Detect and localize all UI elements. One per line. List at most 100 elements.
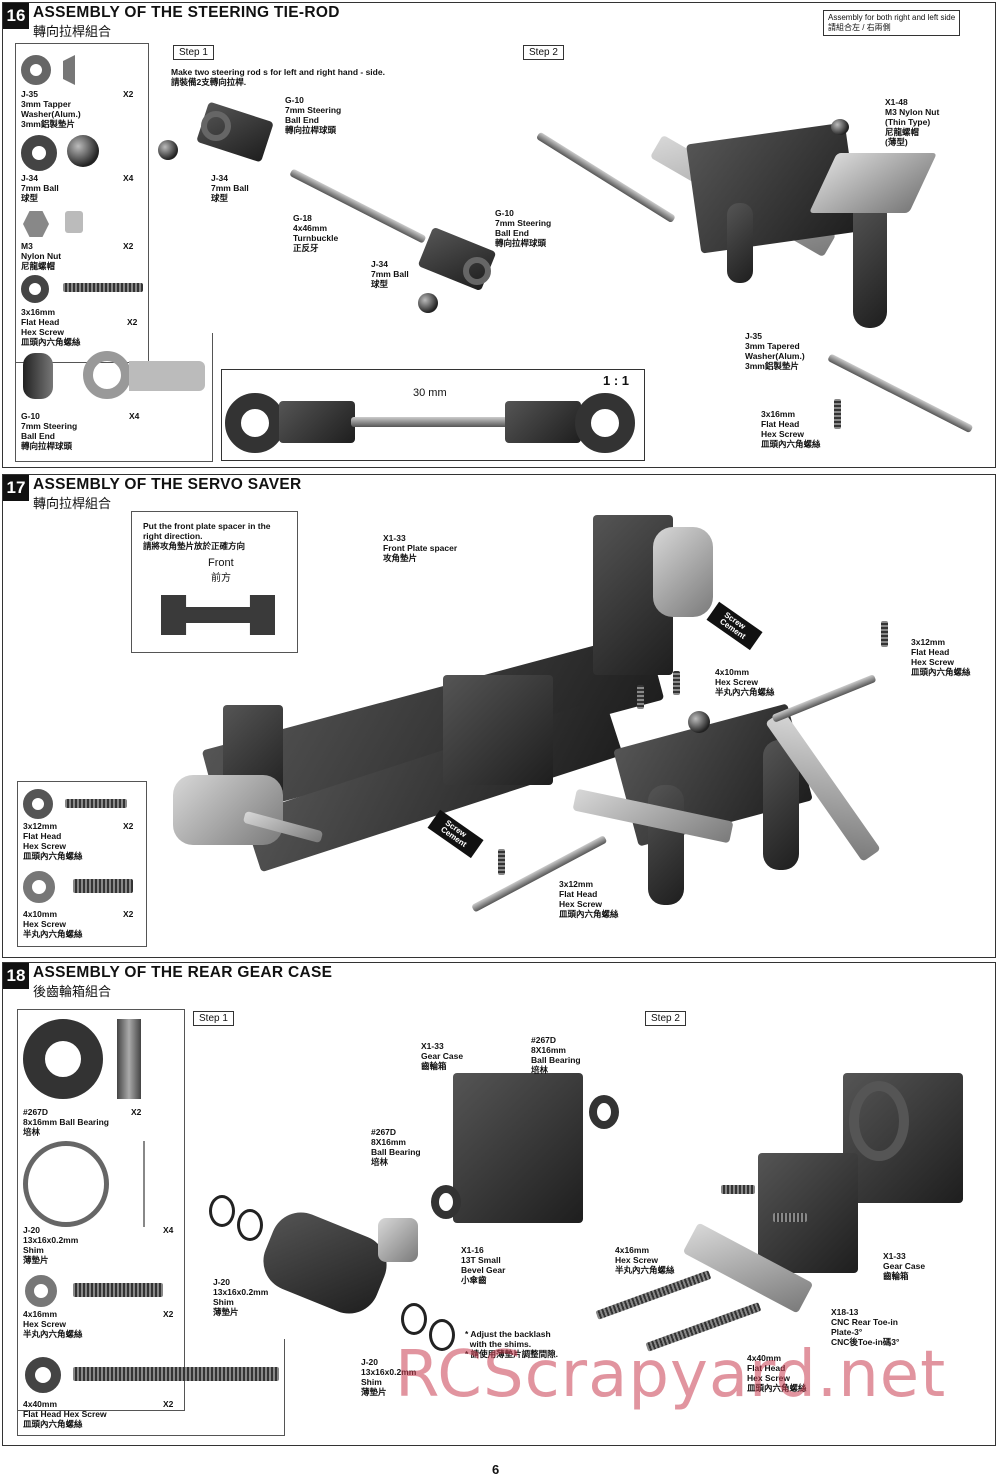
callout-g10: G-10 7mm Steering Ball End 轉向拉桿球頭 <box>495 208 552 248</box>
differential-part <box>254 1203 396 1323</box>
chassis-bulkhead <box>443 675 553 785</box>
ball-icon <box>67 135 99 167</box>
hex-screw-part <box>721 1185 755 1194</box>
ball-bearing-part <box>431 1185 461 1219</box>
tie-rod-part <box>535 131 676 224</box>
hex-screw-icon <box>73 1283 163 1297</box>
callout-screw: 4x16mm Hex Screw 半丸內六角螺絲 <box>615 1245 675 1275</box>
callout-g18: G-18 4x46mm Turnbuckle 正反牙 <box>293 213 339 253</box>
nylon-nut-part <box>831 119 849 135</box>
callout-j35: J-35 3mm Tapered Washer(Alum.) 3mm鋁製墊片 <box>745 331 805 371</box>
part-desc: 7mm Steering Ball End 轉向拉桿球頭 <box>21 421 78 451</box>
scale-label: 1 : 1 <box>603 373 630 388</box>
parts-list-17 <box>17 781 147 947</box>
ball-ring-icon <box>21 135 57 171</box>
shim-part <box>429 1319 455 1351</box>
section-17: 17 ASSEMBLY OF THE SERVO SAVER 轉向拉桿組合 Pu… <box>2 474 996 958</box>
part-desc: Nylon Nut 尼龍螺帽 <box>21 251 62 271</box>
screw-head-icon <box>21 275 49 303</box>
flat-screw-part <box>595 1270 712 1320</box>
callout-j34: J-34 7mm Ball 球型 <box>211 173 249 203</box>
parts-list-18 <box>17 1009 185 1411</box>
screw-cement-badge: Screw Cement <box>427 809 484 859</box>
parts-list-16 <box>15 43 149 363</box>
part-qty: X2 <box>127 317 138 327</box>
dimension-label: 30 mm <box>413 387 447 399</box>
step-1-instruction: Make two steering rod s for left and rig… <box>171 67 385 87</box>
callout-bevel-gear: X1-16 13T Small Bevel Gear 小傘齒 <box>461 1245 506 1285</box>
front-hub-carrier <box>653 527 713 617</box>
callout-screw: 3x12mm Flat Head Hex Screw 皿頭內六角螺絲 <box>911 637 971 677</box>
callout-screw: 3x12mm Flat Head Hex Screw 皿頭內六角螺絲 <box>559 879 619 919</box>
part-code: 4x16mm <box>23 1309 58 1319</box>
screw-head-icon <box>25 1357 61 1393</box>
section-subtitle: 轉向拉桿組合 <box>33 24 112 39</box>
section-18: 18 ASSEMBLY OF THE REAR GEAR CASE 後齒輪箱組合… <box>2 962 996 1446</box>
part-code: 3x16mm <box>21 307 56 317</box>
part-code: M3 <box>21 241 33 251</box>
section-title: ASSEMBLY OF THE SERVO SAVER <box>33 476 302 493</box>
hex-screw-icon <box>73 879 133 893</box>
nylon-nut-side-icon <box>65 211 83 233</box>
section-title: ASSEMBLY OF THE STEERING TIE-ROD <box>33 4 340 21</box>
callout-bearing: #267D 8X16mm Ball Bearing 培林 <box>531 1035 581 1075</box>
step-number: 17 <box>3 475 29 501</box>
rear-hub-carrier <box>173 775 283 845</box>
callout-j34: J-34 7mm Ball 球型 <box>371 259 409 289</box>
ball-bearing-side-icon <box>117 1019 141 1099</box>
shim-part <box>401 1303 427 1335</box>
callout-toe-in-plate: X18-13 CNC Rear Toe-in Plate-3° CNC後Toe-… <box>831 1307 900 1347</box>
ball-bearing-part <box>589 1095 619 1129</box>
tie-rod-part <box>771 674 877 723</box>
part-qty: X4 <box>163 1225 174 1235</box>
ball-end-icon <box>83 351 131 399</box>
bevel-gear-part <box>378 1218 418 1262</box>
front-label-cn: 前方 <box>211 573 231 584</box>
section-title: ASSEMBLY OF THE REAR GEAR CASE <box>33 964 333 981</box>
watermark: RCScrapyard.net <box>395 1338 947 1412</box>
part-code: 4x40mm <box>23 1399 58 1409</box>
section-subtitle: 後齒輪箱組合 <box>33 984 112 999</box>
servo-post <box>648 785 684 905</box>
ball-end-eye <box>575 393 635 453</box>
part-desc: Hex Screw 半丸內六角螺絲 <box>23 1319 83 1339</box>
shim-part <box>209 1195 235 1227</box>
tie-rod-part <box>827 353 974 434</box>
callout-shim: J-20 13x16x0.2mm Shim 薄墊片 <box>213 1277 269 1317</box>
tapered-washer-side-icon <box>63 55 75 85</box>
callout-x133: X1-33 Front Plate spacer 攻角墊片 <box>383 533 458 563</box>
page-number: 6 <box>492 1462 500 1477</box>
screw-head-icon <box>23 871 55 903</box>
servo-post <box>853 198 887 328</box>
screw-cement-badge: Screw Cement <box>706 601 763 651</box>
part-qty: X2 <box>123 821 134 831</box>
hex-screw-part <box>773 1213 807 1222</box>
part-code: 3x12mm <box>23 821 58 831</box>
shim-side-icon <box>143 1141 145 1227</box>
gear-case-part <box>453 1073 583 1223</box>
callout-gear-case: X1-33 Gear Case 齒輪箱 <box>421 1041 464 1071</box>
callout-screw: 3x16mm Flat Head Hex Screw 皿頭內六角螺絲 <box>761 409 821 449</box>
turnbuckle-scale <box>351 417 509 427</box>
part-code: #267D <box>23 1107 49 1117</box>
ball-icon <box>418 293 438 313</box>
part-code: 4x10mm <box>23 909 58 919</box>
screw-head-icon <box>25 1275 57 1307</box>
inset-instruction: Put the front plate spacer in the right … <box>143 521 271 551</box>
part-qty: X2 <box>163 1399 174 1409</box>
flat-screw-icon <box>65 799 127 808</box>
flat-screw-icon <box>63 283 143 292</box>
part-desc: 3mm Tapper Washer(Alum.) 3mm鋁製墊片 <box>21 99 81 129</box>
ball-end-eye <box>201 111 231 141</box>
part-code: G-10 <box>21 411 40 421</box>
screw-part <box>637 685 644 709</box>
part-code: J-35 <box>21 89 39 99</box>
callout-x148: X1-48 M3 Nylon Nut (Thin Type) 尼龍螺帽 (薄型) <box>885 97 940 147</box>
part-desc: Flat Head Hex Screw 皿頭內六角螺絲 <box>21 317 81 347</box>
scale-box <box>221 369 645 461</box>
ball-end-eye <box>463 257 491 285</box>
callout-shim: J-20 13x16x0.2mm Shim 薄墊片 <box>361 1357 417 1397</box>
callout-screw: 4x10mm Hex Screw 半丸內六角螺絲 <box>715 667 775 697</box>
section-16: 16 ASSEMBLY OF THE STEERING TIE-ROD 轉向拉桿… <box>2 2 996 468</box>
backlash-note: * Adjust the backlash with the shims. * … <box>465 1329 559 1359</box>
